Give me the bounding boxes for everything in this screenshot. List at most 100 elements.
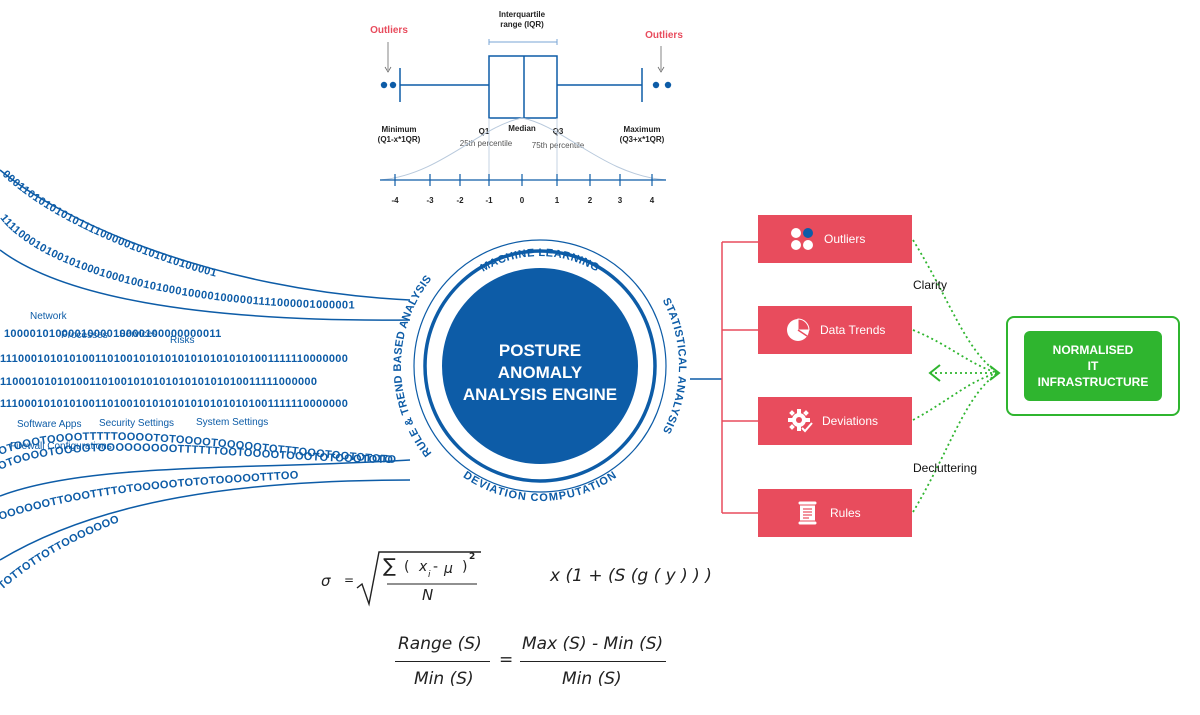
binary-stream: 1100010101010011010010101010101010101001…: [0, 376, 317, 388]
gear-check-icon: [786, 407, 814, 435]
axis-tick-label: 4: [650, 196, 655, 205]
result-line2: IT: [1087, 359, 1099, 373]
result-frame: [1006, 316, 1180, 416]
minimum-formula: (Q1-x*1QR): [378, 135, 421, 144]
decluttering-label: Decluttering: [913, 461, 978, 475]
outlier-point: [664, 81, 672, 89]
sqrt-sign: [356, 551, 481, 607]
axis-tick-label: 0: [520, 196, 525, 205]
keyword-security-settings: Security Settings: [99, 418, 175, 429]
engine-title-line3: ANALYSIS ENGINE: [463, 385, 617, 404]
maximum-label: Maximum: [624, 125, 661, 134]
axis-tick-label: 2: [588, 196, 593, 205]
result-line1: NORMALISED: [1052, 343, 1134, 357]
dots-cluster-icon: [788, 225, 816, 253]
range-numerator: Range (S): [398, 634, 482, 654]
outlier-arrow-right: [657, 46, 665, 73]
engine-title-line1: POSTURE: [499, 341, 581, 360]
q3-label: Q3: [553, 127, 564, 136]
card-rules: Rules: [758, 489, 912, 537]
keyword-services: Services: [119, 329, 158, 340]
keyword-risks: Risks: [170, 335, 195, 346]
sigma-equals: =: [344, 573, 355, 587]
analysis-engine: POSTURE ANOMALY ANALYSIS ENGINE MACHINE …: [392, 239, 688, 504]
x-i-subscript: i: [428, 570, 431, 580]
range-denominator: Min (S): [414, 669, 474, 689]
dotted-arrows: [912, 239, 999, 513]
card-label: Deviations: [822, 414, 879, 428]
median-label: Median: [508, 124, 536, 133]
axis-tick-label: -3: [426, 196, 434, 205]
card-label: Rules: [830, 506, 861, 520]
binary-stream: 1110001010101001101001010101010101010101…: [0, 353, 348, 365]
formula-x-expression: x (1 + (S (g ( y ) ) ): [550, 566, 712, 586]
card-label: Data Trends: [820, 323, 886, 337]
minus-sign: -: [433, 559, 439, 575]
rhs-numerator: Max (S) - Min (S): [522, 634, 664, 654]
axis-ticks: -4 -3 -2 -1 0 1 2 3 4: [391, 174, 655, 205]
iqr-label-line2: range (IQR): [500, 20, 544, 29]
n-denominator: N: [422, 586, 434, 604]
minimum-label: Minimum: [381, 125, 416, 134]
keyword-firewall-configurations: Firewall Configurations: [10, 441, 112, 452]
axis-tick-label: -1: [485, 196, 493, 205]
arrowhead-left: [928, 364, 941, 382]
sum-symbol: ∑: [383, 555, 396, 577]
range-equals: =: [499, 650, 514, 670]
engine-title-line2: ANOMALY: [498, 363, 583, 382]
card-outliers: Outliers: [758, 215, 912, 263]
card-data-trends: Data Trends: [758, 306, 912, 354]
x-i-variable: x: [419, 559, 428, 575]
square-exponent: 2: [469, 552, 476, 562]
card-label: Outliers: [824, 232, 866, 246]
paren-open: (: [404, 559, 410, 575]
stream-curve: [0, 459, 411, 497]
fraction-bar-right: [520, 661, 666, 662]
binary-stream: TOTTOTTOTTOOOOOOO: [0, 513, 121, 592]
iqr-bracket: [488, 39, 558, 45]
axis-tick-label: 1: [555, 196, 560, 205]
outer-ring: [413, 239, 667, 493]
binary-stream: 1000010100001000010000100000000011: [4, 328, 222, 340]
arrowhead-right: [989, 365, 1001, 381]
q1-sub-label: 25th percentile: [460, 139, 513, 148]
stream-curve: [0, 479, 411, 561]
axis-tick-label: 3: [618, 196, 623, 205]
stream-curve: [0, 249, 411, 321]
keyword-processes: Processes: [61, 330, 108, 341]
binary-stream: 0001101010101011110000010101010100001: [0, 168, 218, 279]
card-deviations: Deviations: [758, 397, 912, 445]
binary-stream: 1110001010101001101001010101010101010101…: [0, 398, 348, 410]
engine-core: [442, 268, 638, 464]
rhs-denominator: Min (S): [562, 669, 622, 689]
outlier-point: [389, 81, 397, 89]
ring-label-deviation-computation: DEVIATION COMPUTATION: [461, 469, 619, 504]
scroll-icon: [794, 499, 822, 527]
fraction-bar-left: [395, 661, 490, 662]
outlier-arrow-left: [384, 42, 392, 73]
mu-variable: μ: [444, 561, 453, 577]
q1-label: Q1: [479, 127, 490, 136]
maximum-formula: (Q3+x*1QR): [620, 135, 665, 144]
middle-ring: [423, 249, 657, 483]
axis-tick-label: -4: [391, 196, 399, 205]
clarity-label: Clarity: [913, 278, 948, 292]
pie-chart-icon: [784, 316, 812, 344]
quartile-guide-lines: [488, 118, 558, 180]
outlier-point: [380, 81, 388, 89]
outliers-right-label: Outliers: [645, 30, 683, 41]
keyword-network: Network: [30, 311, 67, 322]
outlier-point: [652, 81, 660, 89]
q3-sub-label: 75th percentile: [532, 141, 585, 150]
result-line3: INFRASTRUCTURE: [1037, 375, 1149, 389]
binary-streams: 0001101010101011110000010101010100001 11…: [0, 150, 411, 592]
axis-tick-label: -2: [456, 196, 464, 205]
outliers-left-label: Outliers: [370, 25, 408, 36]
box-plot-diagram: Interquartile range (IQR) Outliers Outli…: [370, 10, 683, 205]
keyword-system-settings: System Settings: [196, 417, 269, 428]
iqr-label-line1: Interquartile: [499, 10, 546, 19]
ring-label-rule-trend: RULE & TREND BASED ANALYSIS: [392, 273, 434, 459]
iqr-box: [488, 55, 558, 119]
normalised-it-infrastructure-box: NORMALISED IT INFRASTRUCTURE: [1024, 331, 1162, 401]
